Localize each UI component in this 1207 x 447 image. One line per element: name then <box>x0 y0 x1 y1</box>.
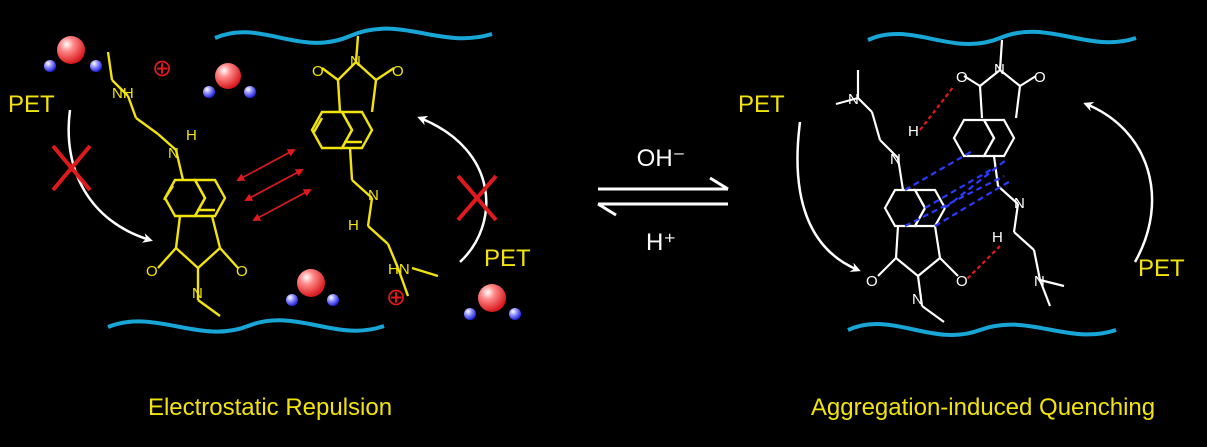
pi-stacking-interaction <box>904 149 1013 227</box>
forward-condition: OH⁻ <box>637 145 686 172</box>
atom-label: N <box>1034 273 1045 290</box>
cross-icon <box>51 144 92 192</box>
polymer-chain-icon <box>847 322 1117 337</box>
positive-charge: ⊕ <box>152 55 172 82</box>
polymer-chain-icon <box>107 318 385 334</box>
atom-label: N <box>192 285 203 302</box>
equilibrium-arrows-icon <box>597 176 729 217</box>
polymer-chain-icon <box>867 29 1137 47</box>
water-molecule-icon <box>464 284 521 320</box>
pet-label: PET <box>8 91 55 118</box>
curved-arrow-icon <box>1083 102 1154 263</box>
atom-label: NH <box>112 85 134 102</box>
atom-label: N <box>350 53 361 70</box>
atom-label: O <box>956 69 968 86</box>
atom-label: N <box>168 145 179 162</box>
naphthalimide-molecule-lower <box>106 51 239 317</box>
naphthalimide-molecule-stacked-upper <box>952 39 1065 307</box>
left-caption: Electrostatic Repulsion <box>148 394 392 421</box>
curved-arrow-icon <box>417 115 488 263</box>
water-molecule-icon <box>203 63 256 98</box>
right-panel: PET PET N H N O O N <box>738 29 1185 421</box>
atom-label: O <box>956 273 968 290</box>
atom-label: O <box>866 273 878 290</box>
curved-arrow-icon <box>67 109 153 243</box>
atom-label: N <box>890 151 901 168</box>
atom-label: N <box>1014 195 1025 212</box>
polymer-chain-icon <box>214 26 493 45</box>
atom-label: O <box>392 63 404 80</box>
hydrogen-bond-interaction <box>919 85 1001 281</box>
atom-label: N <box>848 91 859 108</box>
pet-label: PET <box>738 91 785 118</box>
atom-label: H <box>992 229 1003 246</box>
positive-charge: ⊕ <box>386 284 406 311</box>
atom-label: N <box>994 61 1005 78</box>
atom-label: H <box>348 217 359 234</box>
pet-label: PET <box>1138 255 1185 282</box>
atom-label: H <box>908 123 919 140</box>
water-molecule-icon <box>44 36 102 72</box>
double-headed-arrow-icon <box>236 149 312 221</box>
right-caption: Aggregation-induced Quenching <box>811 394 1155 421</box>
atom-label: N <box>368 187 379 204</box>
atom-label: O <box>312 63 324 80</box>
atom-label: H <box>186 127 197 144</box>
atom-label: N <box>912 291 923 308</box>
atom-label: HN <box>388 261 410 278</box>
atom-label: O <box>146 263 158 280</box>
naphthalimide-molecule-upper <box>310 35 439 297</box>
atom-label: O <box>1034 69 1046 86</box>
cross-icon <box>456 174 498 222</box>
left-panel: ⊕ ⊕ PET PET <box>8 26 531 421</box>
pet-label: PET <box>484 245 531 272</box>
reverse-condition: H⁺ <box>646 229 676 256</box>
curved-arrow-icon <box>796 121 861 272</box>
atom-label: O <box>236 263 248 280</box>
water-molecule-icon <box>286 269 339 306</box>
